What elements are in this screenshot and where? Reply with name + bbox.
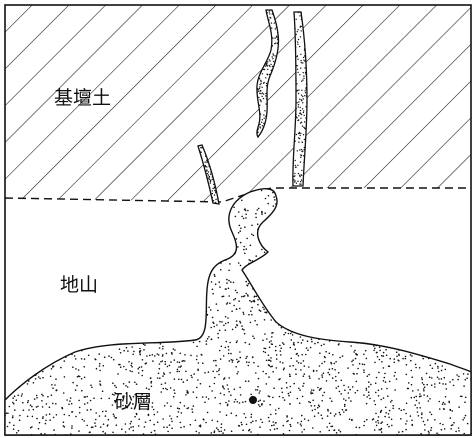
foundation-soil-layer — [5, 5, 471, 202]
sample-point-marker — [249, 396, 257, 404]
label-foundation-soil: 基壇土 — [54, 87, 111, 109]
root-trace-right — [292, 11, 308, 187]
root-trace-left — [197, 144, 220, 205]
label-natural-ground: 地山 — [60, 274, 98, 296]
root-trace-middle — [256, 9, 280, 139]
label-sand-layer: 砂層 — [114, 391, 152, 413]
sand-stipple — [4, 189, 472, 436]
